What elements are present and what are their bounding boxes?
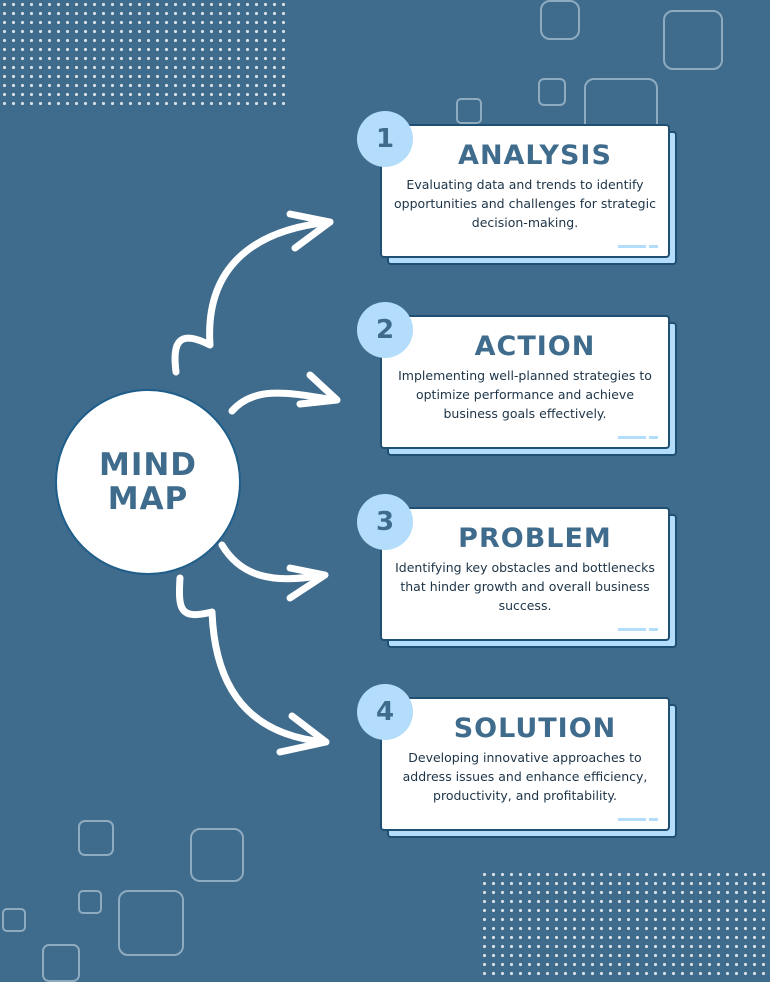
decor-square [2, 908, 26, 932]
center-title-line2: MAP [107, 481, 189, 517]
card-dash-decor [618, 628, 658, 631]
number-badge: 3 [357, 494, 413, 550]
card-body: PROBLEM Identifying key obstacles and bo… [380, 507, 670, 641]
card-title: ACTION [474, 331, 596, 362]
card-body: ANALYSIS Evaluating data and trends to i… [380, 124, 670, 258]
arrow-to-problem [218, 541, 327, 583]
dot-pattern-bottom [480, 870, 770, 980]
card-title: ANALYSIS [458, 140, 612, 171]
card-action: ACTION Implementing well-planned strateg… [357, 302, 677, 456]
arrow-to-solution [176, 574, 329, 746]
arrow-to-action [228, 389, 339, 415]
decor-square [190, 828, 244, 882]
card-analysis: ANALYSIS Evaluating data and trends to i… [357, 111, 677, 265]
decor-square [663, 10, 723, 70]
decor-square [540, 0, 580, 40]
decor-square [456, 98, 482, 124]
decor-square [538, 78, 566, 106]
card-body: SOLUTION Developing innovative approache… [380, 697, 670, 831]
card-solution: SOLUTION Developing innovative approache… [357, 684, 677, 838]
decor-square [118, 890, 184, 956]
arrow-head-solution [276, 712, 330, 756]
card-title: PROBLEM [458, 523, 612, 554]
number-badge: 2 [357, 302, 413, 358]
number-badge: 1 [357, 111, 413, 167]
card-text: Developing innovative approaches to addr… [402, 750, 648, 803]
card-text: Implementing well-planned strategies to … [398, 368, 652, 421]
card-dash-decor [618, 818, 658, 821]
card-body: ACTION Implementing well-planned strateg… [380, 315, 670, 449]
arrow-head-problem [286, 564, 329, 602]
card-text: Evaluating data and trends to identify o… [394, 177, 656, 230]
arrow-head-action [296, 371, 341, 408]
card-problem: PROBLEM Identifying key obstacles and bo… [357, 494, 677, 648]
dot-pattern-top [0, 0, 290, 105]
card-title: SOLUTION [453, 713, 617, 744]
card-text: Identifying key obstacles and bottleneck… [395, 560, 655, 613]
decor-square [78, 890, 102, 914]
number-badge: 4 [357, 684, 413, 740]
arrow-head-analysis [286, 210, 334, 252]
card-dash-decor [618, 436, 658, 439]
decor-square [78, 820, 114, 856]
arrow-to-analysis [171, 218, 334, 376]
card-dash-decor [618, 245, 658, 248]
center-title-line1: MIND [98, 447, 198, 483]
